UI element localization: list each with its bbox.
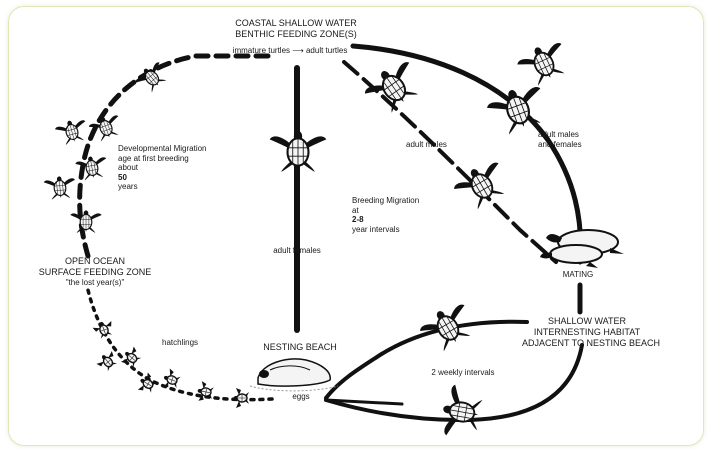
nesting-beach-label: NESTING BEACH	[263, 342, 337, 352]
hatchling-icon	[195, 379, 216, 404]
arrow-icon: ⟶	[292, 46, 304, 55]
adult-females-label: adult females	[273, 246, 321, 255]
breeding-migration-line2: at 2-8 year intervals	[352, 205, 400, 234]
mating-label: MATING	[562, 270, 594, 279]
sea-turtle-icon	[53, 116, 91, 148]
sea-turtle-icon	[513, 36, 575, 91]
eggs-label: eggs	[292, 392, 310, 401]
breeding-migration-line1: Breeding Migration	[352, 196, 420, 205]
sea-turtle-icon	[268, 129, 328, 173]
hatchling-icon	[90, 317, 117, 341]
developmental-migration-path	[77, 53, 271, 259]
eggs-branch-path	[324, 398, 404, 406]
habitat-line3: ADJACENT TO NESTING BEACH	[522, 337, 661, 348]
hatchlings-label: hatchlings	[162, 338, 199, 347]
adult-turtles-label: adult turtles	[305, 46, 348, 55]
open-ocean-label: OPEN OCEAN SURFACE FEEDING ZONE "the los…	[30, 256, 160, 287]
habitat-line1: SHALLOW WATER	[547, 316, 626, 326]
coastal-zone-title: COASTAL SHALLOW WATER BENTHIC FEEDING ZO…	[196, 18, 396, 40]
sea-turtle-icon	[437, 382, 486, 442]
coastal-zone-line2: BENTHIC FEEDING ZONE(S)	[235, 28, 357, 39]
turtle-age-flow: immature turtles ⟶ adult turtles	[190, 46, 390, 56]
weekly-intervals-label: 2 weekly intervals	[431, 368, 495, 377]
breeding-migration-label: Breeding Migration at 2-8 year intervals	[352, 196, 419, 234]
immature-turtles-label: immature turtles	[232, 46, 291, 55]
sea-turtle-icon	[449, 155, 515, 216]
coastal-zone-line1: COASTAL SHALLOW WATER	[235, 18, 357, 28]
nesting-turtle-icon	[249, 358, 339, 392]
dev-migration-line2: age at first breeding	[118, 153, 189, 163]
sea-turtle-icon	[359, 55, 429, 121]
breeding-migration-arc	[350, 43, 584, 265]
hatchling-icon	[94, 348, 121, 375]
hatchling-icon	[232, 387, 250, 409]
dev-migration-line1: Developmental Migration	[118, 144, 207, 153]
adult-mf-line1: adult males	[538, 130, 579, 139]
open-ocean-line1: OPEN OCEAN	[64, 256, 125, 266]
adult-males-label: adult males	[406, 140, 447, 149]
adult-mf-line2: and females	[538, 139, 582, 149]
sea-turtle-icon	[42, 174, 78, 201]
diagram-frame	[8, 6, 704, 446]
habitat-line2: INTERNESTING HABITAT	[533, 326, 641, 337]
sea-turtle-icon	[415, 297, 481, 358]
internesting-upper-path	[324, 319, 529, 400]
sea-turtle-icon	[69, 209, 103, 234]
developmental-migration-label: Developmental Migration age at first bre…	[118, 144, 207, 192]
shallow-water-habitat-label: SHALLOW WATER INTERNESTING HABITAT ADJAC…	[522, 316, 661, 348]
open-ocean-line3: "the lost year(s)"	[65, 277, 125, 287]
open-ocean-line2: SURFACE FEEDING ZONE	[38, 266, 152, 277]
dev-migration-line3: about 50 years	[118, 163, 139, 192]
mating-turtles-icon	[540, 229, 624, 268]
adult-males-path	[342, 60, 558, 264]
adult-males-females-label: adult males and females	[538, 130, 582, 149]
